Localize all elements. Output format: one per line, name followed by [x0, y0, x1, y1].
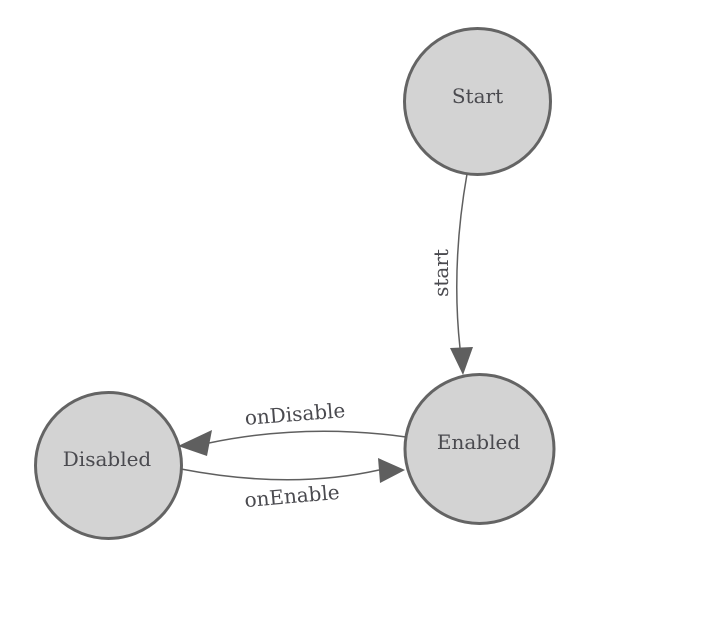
- state-circle-disabled[interactable]: [34, 391, 183, 540]
- transition-disabled-to-enabled[interactable]: onEnable: [180, 458, 405, 512]
- state-label-enabled: Enabled: [437, 430, 520, 454]
- transition-label-start: start: [429, 249, 453, 297]
- transition-ondisable-line[interactable]: [208, 430, 407, 444]
- state-circle-enabled[interactable]: [403, 373, 556, 525]
- state-label-start: Start: [452, 84, 503, 108]
- transition-onenable-line[interactable]: [180, 468, 380, 481]
- state-node-start[interactable]: Start: [403, 27, 552, 176]
- arrowhead-into-enabled-left: [378, 458, 405, 483]
- state-circle-start[interactable]: [403, 27, 552, 176]
- transition-start-line[interactable]: [456, 173, 468, 349]
- transition-start-to-enabled[interactable]: start: [429, 173, 473, 375]
- transition-label-onenable: onEnable: [243, 480, 340, 512]
- arrowhead-into-disabled-right: [178, 430, 212, 456]
- transition-label-ondisable: onDisable: [244, 398, 346, 430]
- arrowhead-into-enabled-top: [450, 347, 473, 375]
- state-node-enabled[interactable]: Enabled: [403, 373, 556, 525]
- state-label-disabled: Disabled: [63, 447, 152, 471]
- state-node-disabled[interactable]: Disabled: [34, 391, 183, 540]
- transition-enabled-to-disabled[interactable]: onDisable: [178, 398, 407, 456]
